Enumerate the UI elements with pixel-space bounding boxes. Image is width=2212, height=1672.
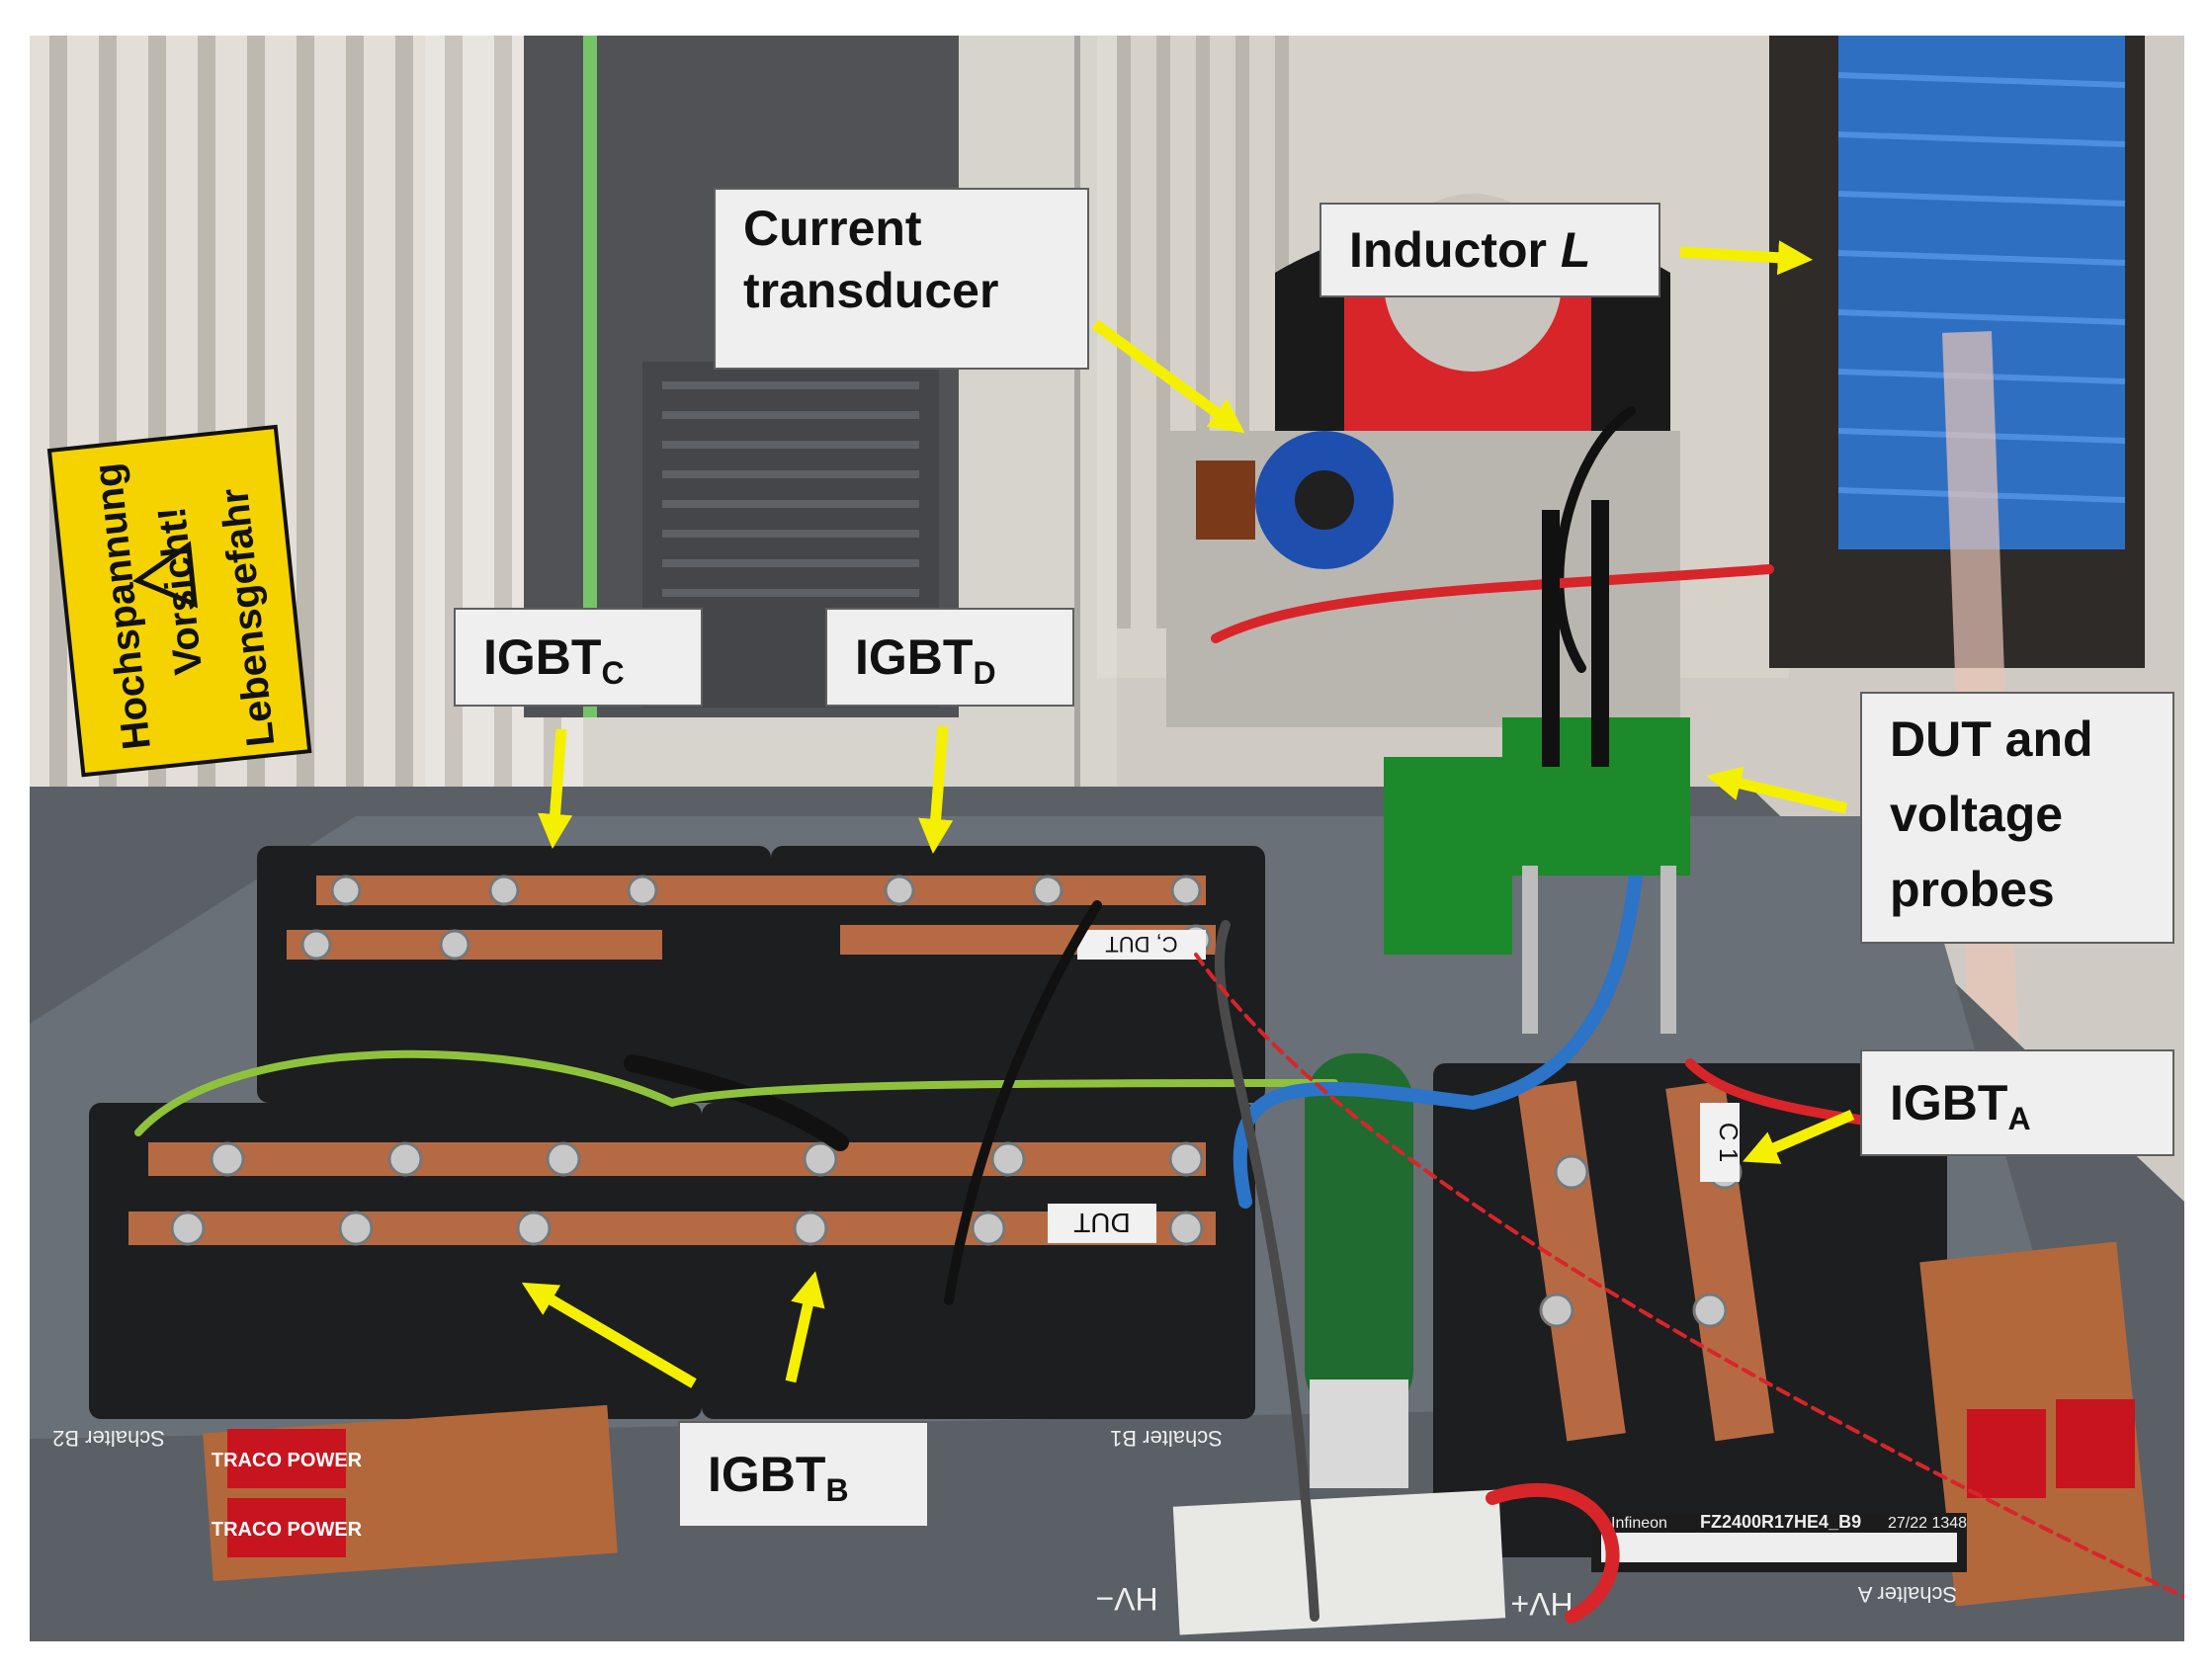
label-dut-probes: DUT and voltage probes	[1860, 692, 2174, 944]
igbt-modules	[89, 846, 1947, 1557]
label-current-transducer-line2: transducer	[743, 262, 999, 318]
label-dut-probes-line1: DUT and	[1890, 711, 2093, 767]
schalter-b1-label: Schalter B1	[1110, 1426, 1223, 1451]
label-inductor: Inductor L	[1319, 203, 1660, 297]
resistor	[1305, 1053, 1413, 1488]
c1-tag: C 1	[1714, 1123, 1744, 1162]
label-current-transducer-line1: Current	[743, 201, 922, 256]
current-transducer	[1196, 431, 1394, 569]
label-igbt-b-base: IGBT	[708, 1447, 826, 1502]
traco-label-2: TRACO POWER	[212, 1519, 363, 1541]
module-brand: Infineon	[1611, 1515, 1667, 1532]
board-markings: HV− HV+ Schalter A Schalter B1 Schalter …	[52, 1426, 1957, 1622]
hv-terminal-block	[1172, 1489, 1506, 1635]
label-igbt-a-base: IGBT	[1890, 1075, 2008, 1130]
warning-sign: Hochspannung Vorsicht! Lebensgefahr	[46, 424, 312, 778]
label-igbt-d-base: IGBT	[855, 629, 974, 685]
schalter-a-label: Schalter A	[1858, 1582, 1958, 1607]
module-part-number: FZ2400R17HE4_B9	[1700, 1512, 1861, 1532]
label-igbt-b-sub: B	[825, 1472, 849, 1508]
schalter-b2-label: Schalter B2	[52, 1426, 165, 1451]
label-dut-probes-line2: voltage	[1890, 787, 2064, 842]
label-dut-probes-line3: probes	[1890, 862, 2055, 917]
label-igbt-a-sub: A	[2007, 1101, 2031, 1136]
traco-label-1: TRACO POWER	[212, 1450, 363, 1471]
label-igbt-d: IGBTD	[825, 608, 1074, 707]
label-inductor-symbol: L	[1560, 222, 1591, 278]
label-current-transducer: Current transducer	[714, 188, 1089, 370]
dut-tag: DUT	[1073, 1208, 1131, 1238]
module-date-code: 27/22 1348	[1888, 1515, 1967, 1532]
blue-cable-coil	[1769, 36, 2145, 1124]
label-inductor-text: Inductor	[1349, 222, 1561, 278]
label-igbt-a: IGBTA	[1860, 1049, 2174, 1156]
label-igbt-d-sub: D	[973, 655, 996, 691]
label-igbt-c-sub: C	[601, 655, 625, 691]
power-supply-box	[524, 36, 959, 717]
dut-board	[1502, 500, 1690, 1034]
c-dut-tag: C, DUT	[1105, 932, 1177, 957]
hv-plus-label: HV+	[1510, 1586, 1573, 1622]
hv-minus-label: HV−	[1095, 1581, 1157, 1617]
label-igbt-b: IGBTB	[678, 1421, 929, 1528]
label-igbt-c-base: IGBT	[483, 629, 602, 685]
module-tags: DUT C, DUT C 1	[1048, 930, 1744, 1243]
label-igbt-c: IGBTC	[454, 608, 703, 707]
acrylic-enclosure	[425, 36, 1117, 846]
